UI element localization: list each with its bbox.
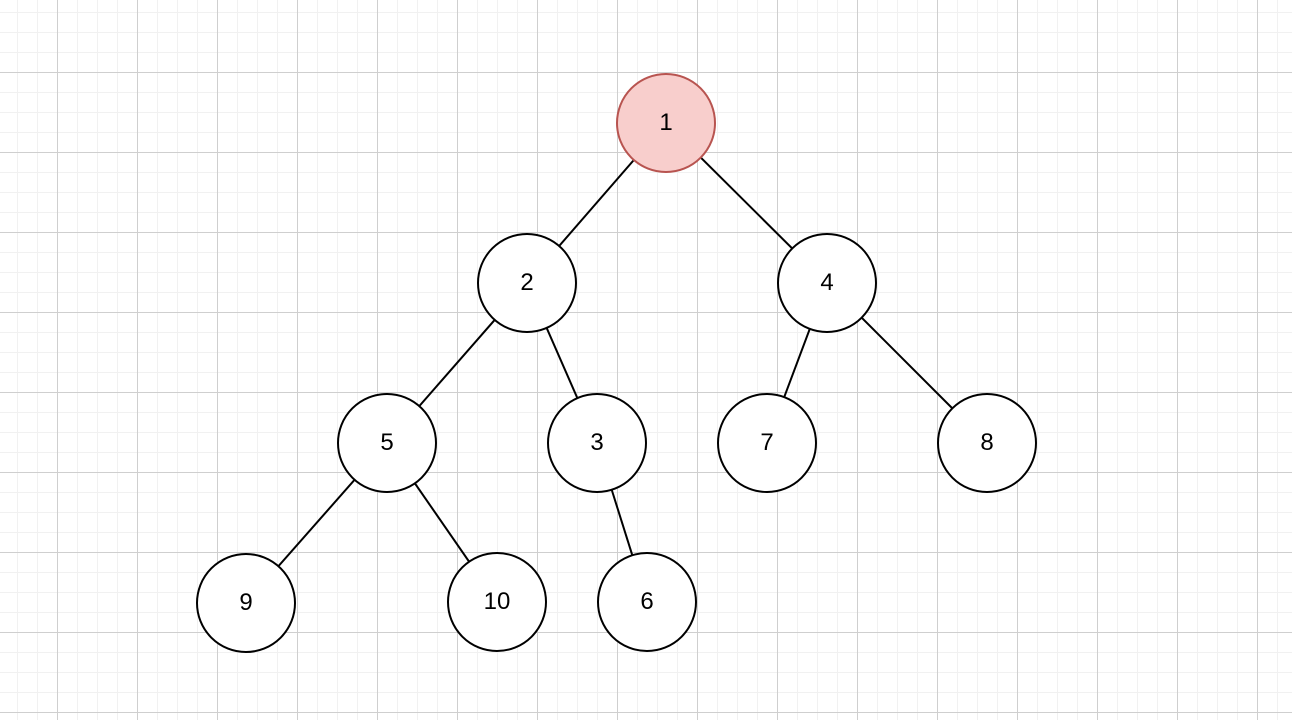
tree-node-10[interactable]: 10 <box>447 552 547 652</box>
node-label: 7 <box>760 429 774 456</box>
node-label: 4 <box>820 269 834 296</box>
tree-node-7[interactable]: 7 <box>717 393 817 493</box>
node-label: 1 <box>659 109 673 136</box>
tree-node-8[interactable]: 8 <box>937 393 1037 493</box>
node-label: 2 <box>520 269 534 296</box>
node-label: 8 <box>980 429 994 456</box>
tree-node-4[interactable]: 4 <box>777 233 877 333</box>
node-label: 6 <box>640 588 654 615</box>
tree-node-3[interactable]: 3 <box>547 393 647 493</box>
tree-node-5[interactable]: 5 <box>337 393 437 493</box>
node-label: 3 <box>590 429 604 456</box>
node-label: 9 <box>239 589 253 616</box>
node-label: 10 <box>483 588 511 615</box>
tree-node-2[interactable]: 2 <box>477 233 577 333</box>
node-label: 5 <box>380 429 394 456</box>
tree-node-9[interactable]: 9 <box>196 553 296 653</box>
tree-node-1[interactable]: 1 <box>616 73 716 173</box>
tree-node-6[interactable]: 6 <box>597 552 697 652</box>
